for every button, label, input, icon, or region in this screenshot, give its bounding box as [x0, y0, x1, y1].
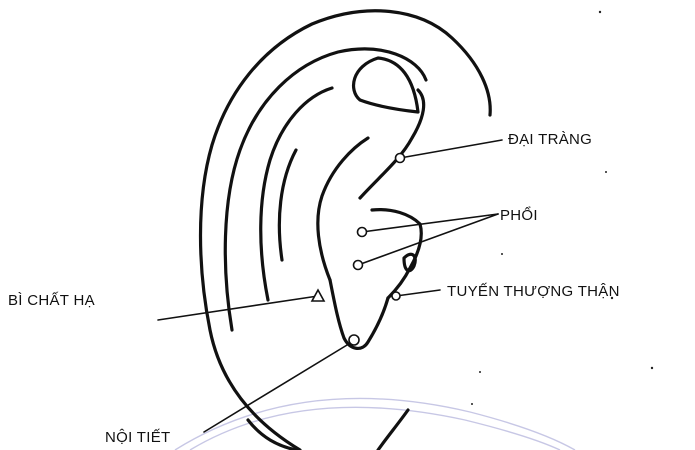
label-bi-chat-ha: BÌ CHẤT HẠ [8, 292, 95, 309]
scapha-fold [279, 150, 296, 260]
noi-tiet-leader [204, 342, 352, 432]
watermark-arcs [175, 398, 575, 450]
label-noi-tiet: NỘI TIẾT [105, 429, 170, 446]
noi-tiet-point [349, 335, 359, 345]
phoi-leader-lower [358, 214, 498, 265]
phoi-lower-point [354, 261, 363, 270]
bi-chat-ha-leader [158, 296, 318, 320]
lower-helix [248, 420, 296, 450]
triangular-fossa [354, 58, 418, 112]
cymba-conchae [360, 90, 424, 198]
concha-wall [318, 138, 368, 280]
label-phoi: PHỔI [500, 206, 538, 224]
label-tuyen-thuong-than: TUYẾN THƯỢNG THẬN [447, 283, 620, 300]
bi-chat-ha-point [312, 290, 324, 301]
phoi-upper-point [358, 228, 367, 237]
scan-specks [471, 11, 653, 405]
dai-trang-leader [400, 140, 502, 158]
label-dai-trang: ĐẠI TRÀNG [508, 131, 592, 148]
cheek-line [378, 410, 408, 450]
tuyen-thuong-than-leader [396, 290, 440, 296]
phoi-leader-upper [362, 214, 498, 232]
tuyen-thuong-than-point [392, 292, 400, 300]
dai-trang-point [396, 154, 405, 163]
ear-outline [201, 11, 491, 450]
